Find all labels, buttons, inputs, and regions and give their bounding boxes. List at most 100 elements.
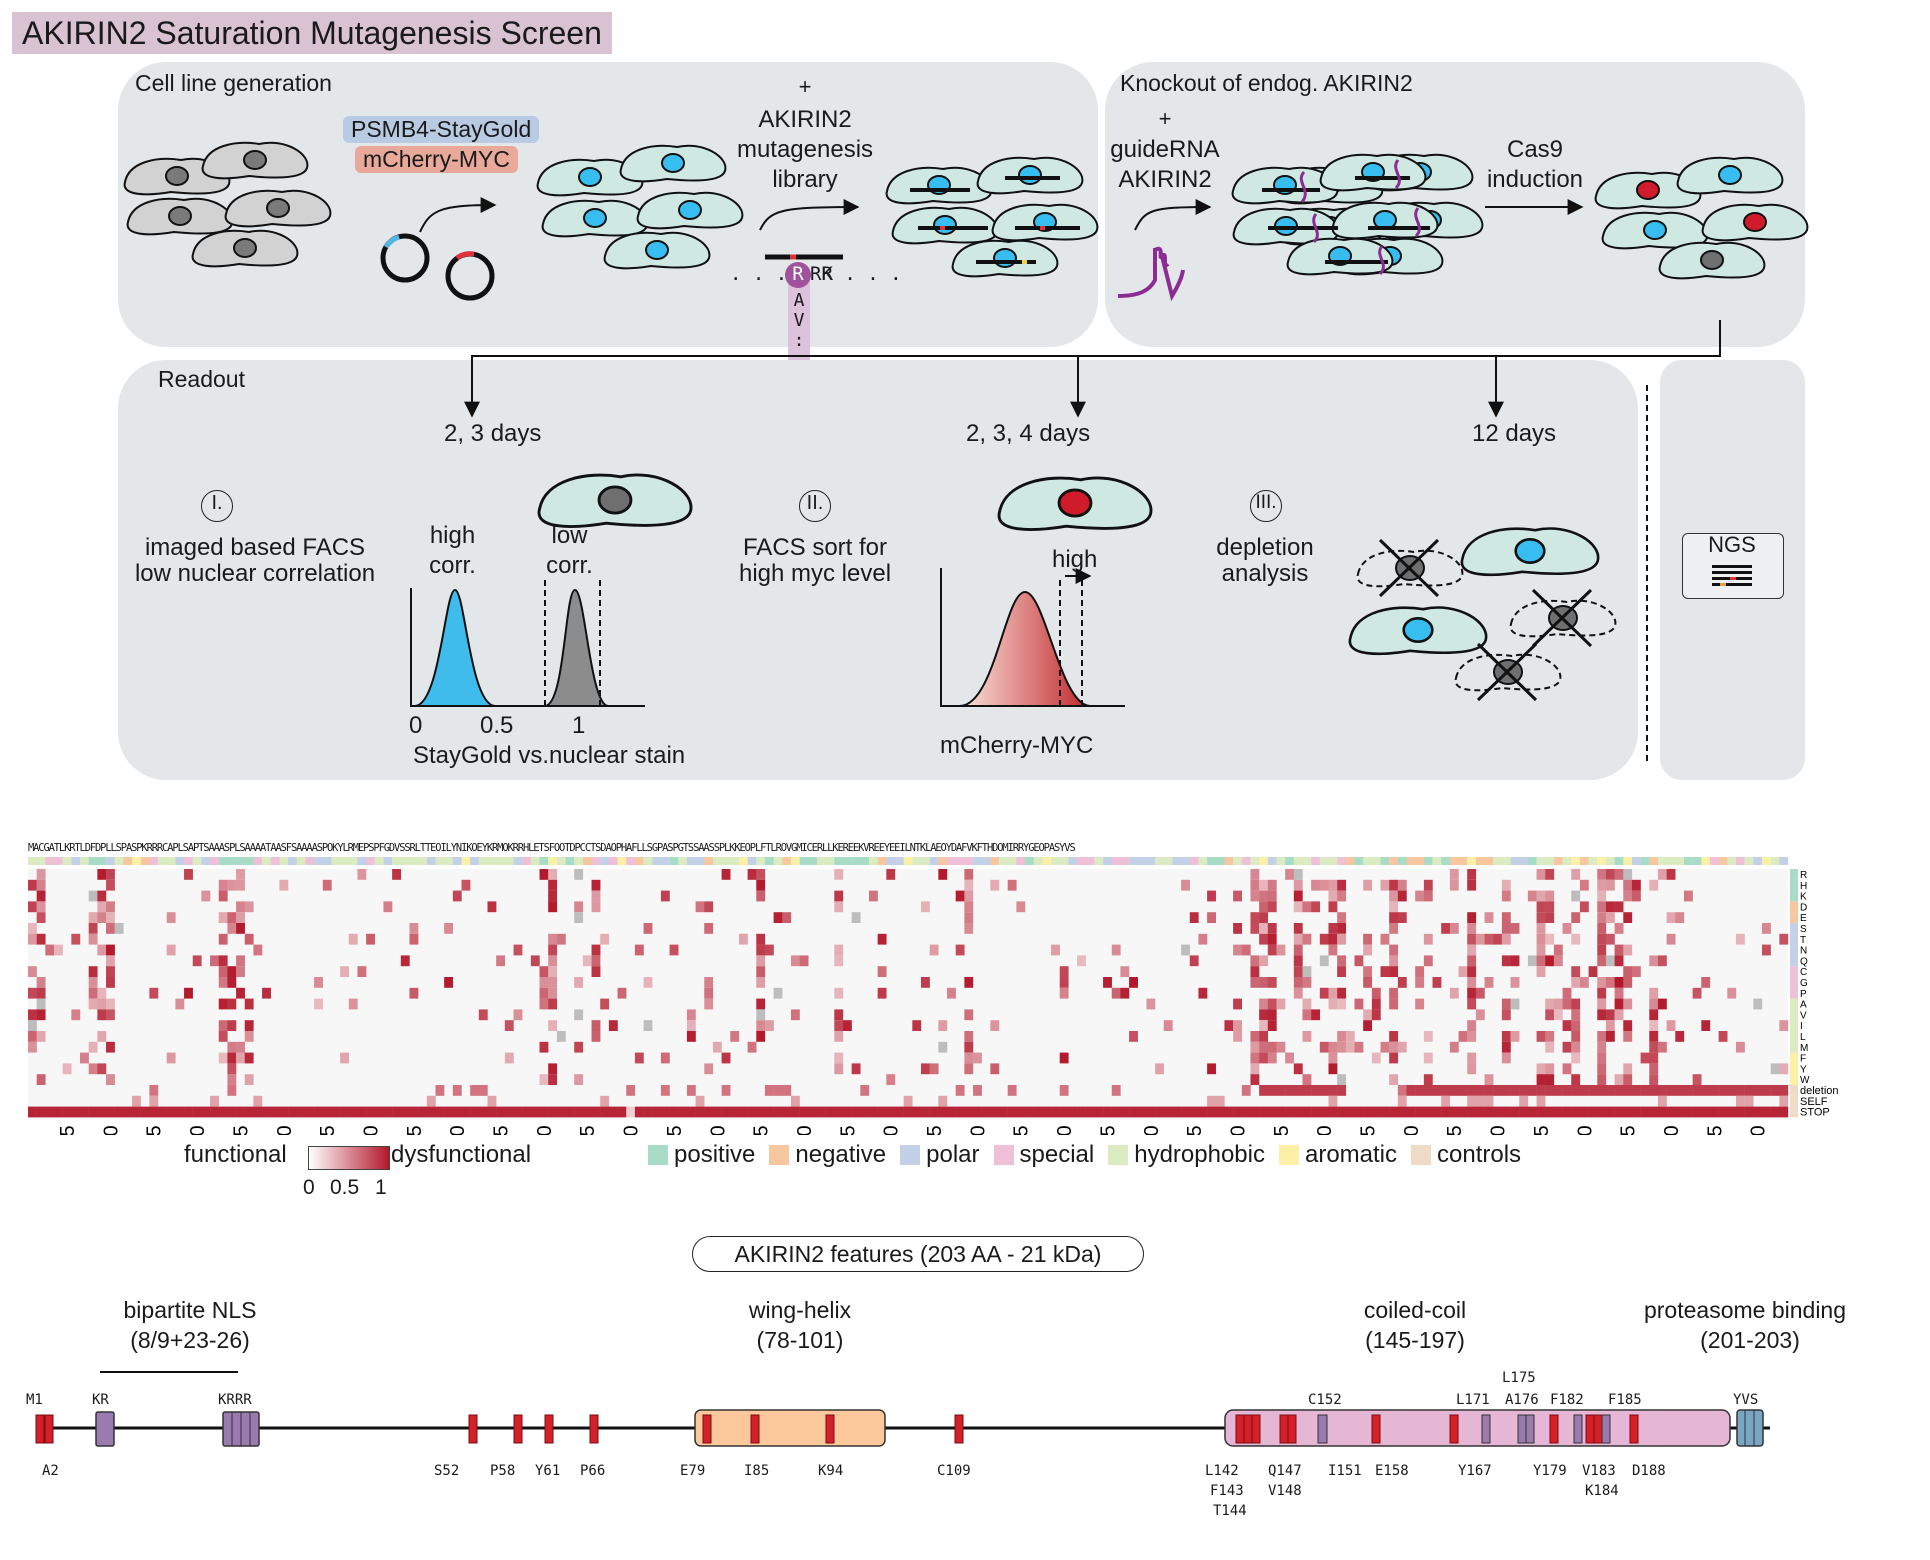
legend-item-controls: controls [1411, 1141, 1521, 1169]
sequence-category-cell [1181, 857, 1190, 865]
sequence-category-cell [1588, 857, 1598, 865]
sequence-category-cell [1146, 857, 1156, 865]
heatmap-cell [1371, 1009, 1381, 1021]
heatmap-cell [600, 933, 610, 945]
heatmap-cell [487, 1106, 497, 1118]
heatmap-cell [322, 879, 332, 891]
heatmap-cell [1250, 923, 1260, 934]
row-label: H [1800, 881, 1807, 892]
sequence-category-cell [1709, 857, 1719, 865]
heatmap-cell [340, 966, 349, 977]
heatmap-cell [1337, 998, 1347, 1010]
heatmap-cell [1111, 1106, 1121, 1118]
sequence-category-cell [140, 857, 150, 865]
heatmap-cell [1735, 1085, 1745, 1096]
mutation-site-marker [785, 262, 811, 288]
heatmap-cell [1328, 933, 1338, 945]
heatmap-cell [1415, 890, 1425, 902]
sequence-category-cell [487, 857, 497, 865]
sequence-category-cell [1371, 857, 1381, 865]
heatmap-cell [1449, 1041, 1459, 1053]
heatmap-cell [1510, 1085, 1520, 1096]
heatmap-cell [1198, 987, 1208, 999]
heatmap-cell [660, 1085, 670, 1096]
heatmap-cell [1623, 1085, 1633, 1096]
heatmap-cell [1614, 1074, 1624, 1085]
x-tick-label: 135 [1184, 1125, 1206, 1135]
heatmap-cell [842, 1020, 852, 1031]
heatmap-cell [1293, 923, 1303, 934]
x-tick-label: 145 [1271, 1125, 1293, 1135]
row-category-swatch [1790, 901, 1798, 913]
heatmap-cell [1389, 966, 1399, 977]
heatmap-cell [106, 879, 115, 891]
sequence-category-cell [409, 857, 419, 865]
heatmap-cell [1276, 1041, 1286, 1053]
heatmap-cell [1692, 1106, 1702, 1118]
heatmap-cell [1267, 879, 1277, 891]
heatmap-cell [1397, 890, 1407, 902]
heatmap-cell [1241, 944, 1251, 956]
heatmap-cell [1328, 890, 1338, 902]
heatmap-cell [1718, 1031, 1728, 1042]
heatmap-cell [253, 1106, 263, 1118]
heatmap-cell [1059, 966, 1069, 977]
heatmap-cell [782, 1106, 792, 1118]
heatmap-cell [1111, 1085, 1121, 1096]
heatmap-cell [1571, 912, 1581, 923]
heatmap-cell [166, 1106, 176, 1118]
heatmap-cell [461, 879, 471, 891]
sequence-category-cell [1389, 857, 1399, 865]
guide-label-2: AKIRIN2 [1118, 166, 1212, 193]
guide-plus: + [1158, 106, 1172, 131]
heatmap-cell [504, 1052, 514, 1064]
sequence-category-cell [1380, 857, 1390, 865]
row-label: W [1800, 1075, 1810, 1086]
heatmap-cell [1259, 879, 1269, 891]
heatmap-cell [1293, 933, 1303, 945]
heatmap-cell [1467, 1052, 1477, 1064]
heatmap-cell [236, 955, 245, 967]
heatmap-cell [1068, 1106, 1078, 1118]
sequence-category-cell [574, 857, 584, 865]
legend-item-hydrophobic: hydrophobic [1108, 1141, 1265, 1169]
heatmap-cell [1380, 933, 1390, 945]
heatmap-cell [1666, 1085, 1676, 1096]
heatmap-cell [1337, 1106, 1347, 1118]
label-KR: KR [92, 1392, 109, 1408]
heatmap-cell [1753, 998, 1763, 1010]
row-category-swatch [1790, 933, 1798, 945]
sequence-category-cell [1033, 857, 1043, 865]
heatmap-cell [1623, 869, 1633, 880]
heatmap-cell [574, 869, 584, 880]
method-1-label-2: low nuclear correlation [134, 560, 376, 587]
heatmap-cell [1415, 977, 1425, 988]
sequence-category-cell [1614, 857, 1624, 865]
label-E79: E79 [680, 1463, 706, 1479]
heatmap-cell [1293, 1063, 1303, 1075]
heatmap-cell [721, 869, 731, 880]
library-label-1: AKIRIN2 [758, 106, 852, 133]
heatmap-cell [1579, 901, 1589, 913]
heatmap-cell [1441, 923, 1451, 934]
heatmap-cell [556, 1106, 566, 1118]
heatmap-cell [1215, 1106, 1225, 1118]
heatmap-cell [1597, 933, 1607, 945]
heatmap-cell [1259, 933, 1269, 945]
row-label: P [1800, 989, 1807, 1000]
proteasome-range: (201-203) [1700, 1327, 1800, 1353]
heatmap-cell [1501, 912, 1511, 923]
heatmap-cell [1259, 1052, 1269, 1064]
heatmap-cell [1250, 1052, 1260, 1064]
heatmap-cell [1423, 1031, 1433, 1042]
heatmap-cell [357, 869, 367, 880]
heatmap-cell [1449, 869, 1459, 880]
heatmap-cell [548, 1074, 558, 1085]
row-category-swatch [1790, 923, 1798, 934]
sequence-category-cell [617, 857, 627, 865]
heatmap-cell [1363, 1009, 1373, 1021]
heatmap-cell [1250, 1063, 1260, 1075]
high-corr-label-1: high [429, 522, 476, 549]
heatmap-cell [964, 1052, 974, 1064]
row-label: V [1800, 1010, 1807, 1021]
